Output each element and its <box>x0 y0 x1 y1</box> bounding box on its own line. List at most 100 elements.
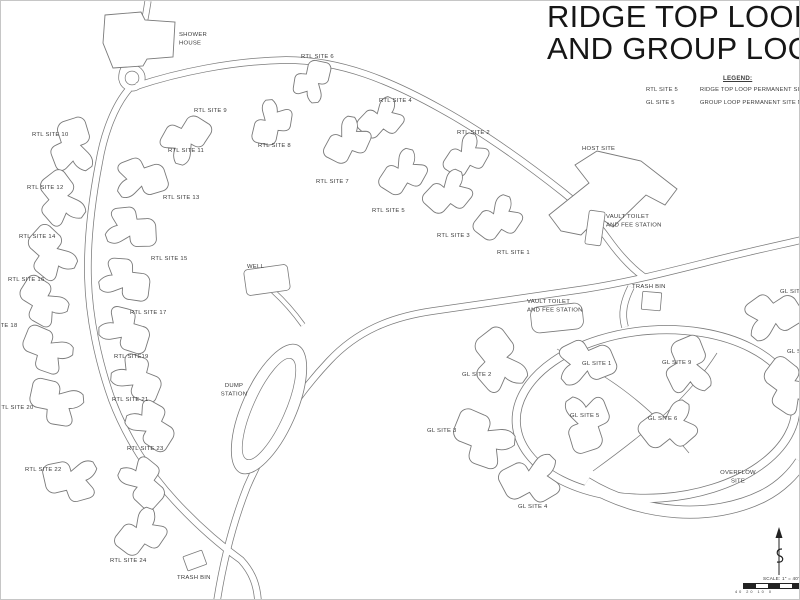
site-pad-rtl-6 <box>292 59 332 104</box>
map-label-gl-site-2: GL SITE 2 <box>462 372 492 378</box>
map-label-gl-site-7: GL SITE 7 <box>787 349 800 355</box>
site-pad-rtl-13 <box>104 206 157 247</box>
scale-bar-graphic <box>743 583 799 589</box>
dump-station-island-inner <box>241 357 297 461</box>
road-surface <box>271 289 305 327</box>
road-surface <box>119 65 145 91</box>
legend-desc-rtl: RIDGE TOP LOOP PERMANENT SITE NUMBER <box>699 87 800 93</box>
map-label-rtl-site-17: RTL SITE 17 <box>130 310 166 316</box>
site-pad-rtl-8 <box>251 99 293 146</box>
site-pad-rtl-17 <box>98 306 150 355</box>
loop-interior-drive <box>592 352 718 472</box>
site-pad-rtl-19 <box>110 353 162 404</box>
site-pad-rtl-3 <box>421 168 474 214</box>
site-pad-rtl-9 <box>159 115 213 166</box>
trash-bin-pad-group <box>640 290 663 312</box>
map-label-rtl-site-5: RTL SITE 5 <box>372 208 405 214</box>
map-label-rtl-site-24: RTL SITE 24 <box>110 558 147 564</box>
map-label-trash-bin-rtl: TRASH BIN <box>177 575 211 581</box>
legend-heading: LEGEND: <box>723 75 753 82</box>
site-pad-gl-3 <box>453 408 516 470</box>
scale-ticks: 40 20 10 0 <box>735 589 773 594</box>
site-pad-rtl-14 <box>27 223 79 282</box>
site-pad-rtl-11 <box>117 157 169 198</box>
site-pad-rtl-23 <box>117 456 165 511</box>
site-pad-rtl-5 <box>378 147 428 196</box>
map-label-rtl-site-4: RTL SITE 4 <box>379 98 412 104</box>
site-pad-rtl-12 <box>39 169 87 227</box>
site-pad-rtl-1 <box>472 194 524 241</box>
map-label-gl-site-8: GL SITE 8 <box>780 289 800 295</box>
scale-bar: SCALE: 1" = 40' 40 20 10 0 <box>735 576 800 594</box>
map-label-rtl-site-2: RTL SITE 2 <box>457 130 490 136</box>
map-label-gl-site-6: GL SITE 6 <box>648 416 678 422</box>
map-label-rtl-site-8: RTL SITE 8 <box>258 143 291 149</box>
site-pad-rtl-15 <box>98 257 151 302</box>
map-label-rtl-site-13: RTL SITE 13 <box>163 195 200 201</box>
map-label-rtl-site-3: RTL SITE 3 <box>437 233 470 239</box>
map-label-rtl-site-1: RTL SITE 1 <box>497 250 530 256</box>
map-label-gl-site-4: GL SITE 4 <box>518 504 548 510</box>
map-label-trash-bin-group-loop: TRASH BIN <box>632 284 666 290</box>
map-label-rtl-site-12: RTL SITE 12 <box>27 185 63 191</box>
site-pad-gl-1 <box>558 339 618 386</box>
map-label-rtl-site-9: RTL SITE 9 <box>194 108 227 114</box>
legend-symbol-rtl: RTL SITE 5 <box>646 87 678 93</box>
site-pad-gl-7 <box>763 356 799 416</box>
map-label-well: WELL <box>247 264 265 270</box>
site-pad-gl-8 <box>744 294 799 342</box>
site-pad-rtl-24 <box>114 506 168 556</box>
north-arrow-glyph <box>776 548 784 563</box>
road <box>213 236 799 599</box>
map-label-rtl-site-16: RTL SITE 16 <box>8 277 45 283</box>
map-label-gl-site-3: GL SITE 3 <box>427 428 457 434</box>
map-label-rtl-site-6: RTL SITE 6 <box>301 54 334 60</box>
map-label-rtl-site-14: RTL SITE 14 <box>19 234 56 240</box>
legend-desc-gl: GROUP LOOP PERMANENT SITE NUMBER <box>699 100 799 106</box>
scale-label: SCALE: 1" = 40' <box>763 576 800 581</box>
map-label-rtl-site-15: RTL SITE 15 <box>151 256 188 262</box>
map-label-rtl-site-11: RTL SITE 11 <box>168 148 204 154</box>
map-label-gl-site-1: GL SITE 1 <box>582 361 612 367</box>
map-label-rtl-site-20: RTL SITE 20 <box>1 405 34 411</box>
road-surface <box>84 87 261 599</box>
map-label-rtl-site-10: RTL SITE 10 <box>32 132 69 138</box>
site-pad-gl-5 <box>564 396 610 454</box>
map-label-gl-site-9: GL SITE 9 <box>662 360 692 366</box>
legend-entry-gl: GL SITE 5 GROUP LOOP PERMANENT SITE NUMB… <box>646 100 799 106</box>
vault-toilet-pad-north <box>584 209 606 247</box>
site-pad-rtl-22 <box>42 460 98 503</box>
road-surface <box>620 285 634 328</box>
map-label-gl-site-5: GL SITE 5 <box>570 413 600 419</box>
map-label-rtl-site-18: RTL SITE 18 <box>1 323 18 329</box>
trash-bin-pad-rtl <box>182 549 207 572</box>
site-pad-rtl-21 <box>124 399 175 453</box>
page-title-line1: RIDGE TOP LOOP <box>547 0 800 34</box>
well-pad <box>243 264 291 296</box>
site-pad-gl-2 <box>474 326 529 393</box>
road-surface <box>582 458 799 518</box>
site-pad-gl-9 <box>665 334 712 394</box>
site-pad-rtl-16 <box>19 274 70 328</box>
site-pad-rtl-10 <box>50 116 93 172</box>
map-label-host-site: HOST SITE <box>582 146 615 152</box>
legend-symbol-gl: GL SITE 5 <box>646 100 675 106</box>
site-pad-gl-4 <box>498 453 561 503</box>
page-title-line2: AND GROUP LOOP <box>547 31 799 66</box>
map-label-rtl-site-22: RTL SITE 22 <box>25 467 61 473</box>
vault-toilet-pad-group <box>530 302 584 334</box>
legend-entry-rtl: RTL SITE 5 RIDGE TOP LOOP PERMANENT SITE… <box>646 87 800 93</box>
site-pad-rtl-20 <box>29 377 85 427</box>
map-label-rtl-site-7: RTL SITE 7 <box>316 179 349 185</box>
road-surface <box>136 56 646 280</box>
site-pad-rtl-4 <box>356 96 405 139</box>
site-pad-rtl-7 <box>323 115 372 164</box>
north-arrow-head <box>775 527 783 538</box>
